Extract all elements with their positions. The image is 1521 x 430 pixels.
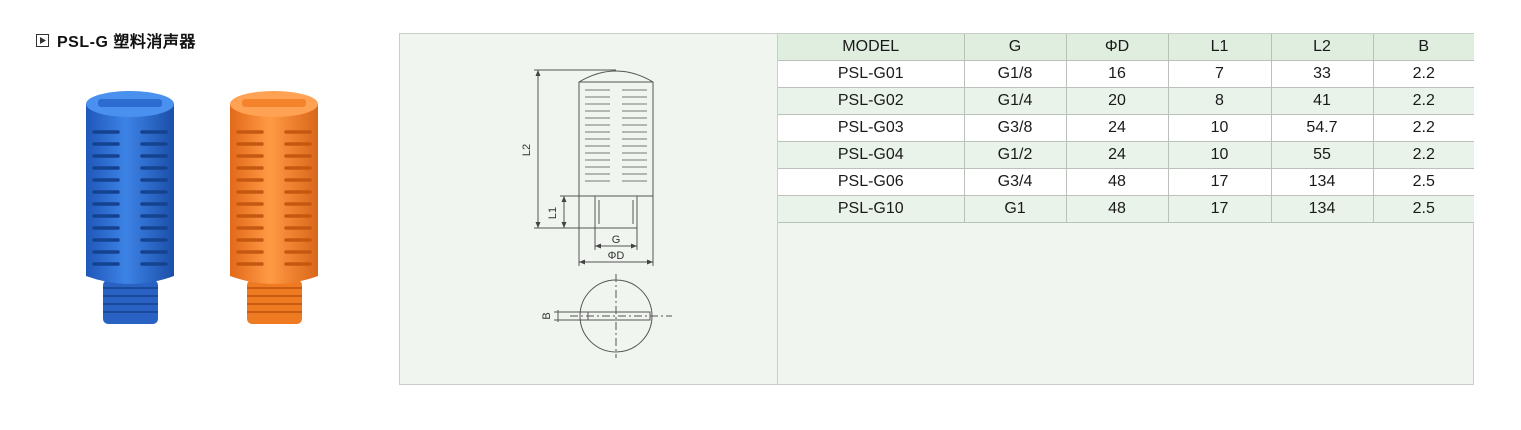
cell-g: G1/8 bbox=[964, 60, 1067, 88]
spec-panel: L2 L1 G ΦD B MODEL G ΦD L1 L2 B P bbox=[399, 33, 1474, 385]
cell-b: 2.2 bbox=[1373, 87, 1474, 115]
table-row: PSL-G04 G1/2 24 10 55 2.2 bbox=[778, 141, 1474, 169]
dim-label-l1: L1 bbox=[547, 207, 559, 219]
page-title: PSL-G 塑料消声器 bbox=[57, 34, 196, 51]
play-icon bbox=[36, 33, 49, 47]
cell-g: G3/8 bbox=[964, 114, 1067, 142]
cell-l1: 17 bbox=[1168, 168, 1272, 196]
column-header-phi-d: ΦD bbox=[1066, 34, 1169, 61]
section-heading: PSL-G 塑料消声器 bbox=[36, 30, 196, 51]
body-outline bbox=[578, 70, 654, 197]
cell-phi-d: 48 bbox=[1066, 168, 1169, 196]
cell-l1: 10 bbox=[1168, 141, 1272, 169]
table-row: PSL-G10 G1 48 17 134 2.5 bbox=[778, 195, 1474, 223]
table-header-row: MODEL G ΦD L1 L2 B bbox=[778, 34, 1474, 61]
cell-l2: 134 bbox=[1271, 168, 1374, 196]
cell-l2: 134 bbox=[1271, 195, 1374, 223]
cell-l1: 7 bbox=[1168, 60, 1272, 88]
dim-label-phi-d: ΦD bbox=[608, 250, 625, 262]
cell-model: PSL-G02 bbox=[778, 87, 965, 115]
cell-model: PSL-G06 bbox=[778, 168, 965, 196]
cell-model: PSL-G03 bbox=[778, 114, 965, 142]
cell-l2: 41 bbox=[1271, 87, 1374, 115]
cell-b: 2.2 bbox=[1373, 141, 1474, 169]
cell-b: 2.5 bbox=[1373, 168, 1474, 196]
cell-phi-d: 48 bbox=[1066, 195, 1169, 223]
cell-l1: 10 bbox=[1168, 114, 1272, 142]
spec-table: MODEL G ΦD L1 L2 B PSL-G01 G1/8 16 7 33 … bbox=[778, 34, 1474, 223]
cell-g: G1/2 bbox=[964, 141, 1067, 169]
cell-phi-d: 16 bbox=[1066, 60, 1169, 88]
table-row: PSL-G03 G3/8 24 10 54.7 2.2 bbox=[778, 114, 1474, 142]
cell-phi-d: 24 bbox=[1066, 114, 1169, 142]
technical-drawing: L2 L1 G ΦD B bbox=[400, 34, 778, 384]
product-photo bbox=[86, 91, 318, 324]
cell-model: PSL-G04 bbox=[778, 141, 965, 169]
dim-label-g: G bbox=[612, 234, 621, 246]
cell-l2: 54.7 bbox=[1271, 114, 1374, 142]
dim-label-b: B bbox=[541, 312, 553, 319]
column-header-l1: L1 bbox=[1168, 34, 1272, 61]
cell-model: PSL-G10 bbox=[778, 195, 965, 223]
cell-l2: 33 bbox=[1271, 60, 1374, 88]
cell-phi-d: 24 bbox=[1066, 141, 1169, 169]
cell-g: G1 bbox=[964, 195, 1067, 223]
orange-silencer bbox=[230, 91, 318, 324]
cell-phi-d: 20 bbox=[1066, 87, 1169, 115]
cell-b: 2.2 bbox=[1373, 60, 1474, 88]
table-row: PSL-G02 G1/4 20 8 41 2.2 bbox=[778, 87, 1474, 115]
blue-silencer bbox=[86, 91, 174, 324]
column-header-b: B bbox=[1373, 34, 1474, 61]
dim-label-l2: L2 bbox=[521, 144, 533, 156]
column-header-g: G bbox=[964, 34, 1067, 61]
cell-l1: 8 bbox=[1168, 87, 1272, 115]
cell-b: 2.5 bbox=[1373, 195, 1474, 223]
cell-g: G3/4 bbox=[964, 168, 1067, 196]
table-row: PSL-G06 G3/4 48 17 134 2.5 bbox=[778, 168, 1474, 196]
column-header-l2: L2 bbox=[1271, 34, 1374, 61]
table-row: PSL-G01 G1/8 16 7 33 2.2 bbox=[778, 60, 1474, 88]
cell-l1: 17 bbox=[1168, 195, 1272, 223]
cell-b: 2.2 bbox=[1373, 114, 1474, 142]
column-header-model: MODEL bbox=[778, 34, 965, 61]
cell-model: PSL-G01 bbox=[778, 60, 965, 88]
cell-l2: 55 bbox=[1271, 141, 1374, 169]
cell-g: G1/4 bbox=[964, 87, 1067, 115]
